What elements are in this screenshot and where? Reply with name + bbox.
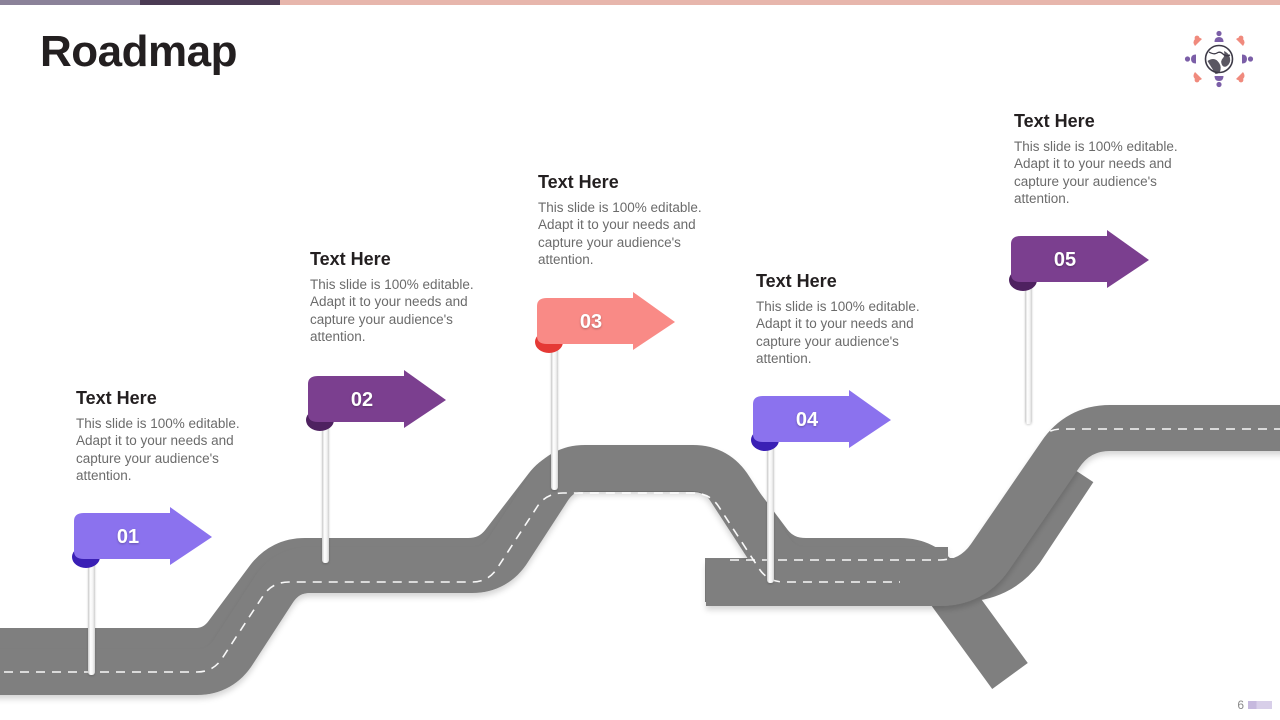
flag-banner xyxy=(1011,230,1149,288)
person-icon-bottom-left xyxy=(1193,72,1202,83)
milestone-03-flag[interactable]: 03 xyxy=(529,290,679,354)
person-icon-bottom-right xyxy=(1236,72,1245,83)
milestone-04-heading: Text Here xyxy=(756,271,837,291)
milestone-05-text: Text Here This slide is 100% editable. A… xyxy=(1014,111,1194,207)
milestone-02-flag[interactable]: 02 xyxy=(300,368,450,432)
milestone-02-heading: Text Here xyxy=(310,249,391,269)
person-icon-top-left xyxy=(1193,35,1202,46)
person-icon-top xyxy=(1214,30,1224,42)
top-accent-bar xyxy=(0,0,1280,5)
flag-banner xyxy=(308,370,446,428)
milestone-01-flag[interactable]: 01 xyxy=(66,505,216,569)
flag-banner xyxy=(537,292,675,350)
milestone-05-body: This slide is 100% editable. Adapt it to… xyxy=(1014,139,1178,206)
milestone-03-body: This slide is 100% editable. Adapt it to… xyxy=(538,200,702,267)
topbar-segment-3 xyxy=(280,0,1280,5)
page-title: Roadmap xyxy=(40,27,237,76)
topbar-segment-1 xyxy=(0,0,140,5)
person-icon-top-right xyxy=(1236,35,1245,46)
flag-banner xyxy=(753,390,891,448)
milestone-02-body: This slide is 100% editable. Adapt it to… xyxy=(310,277,474,344)
page-number: 6 xyxy=(1237,698,1244,712)
globe-people-logo xyxy=(1182,28,1256,90)
milestone-01-text: Text Here This slide is 100% editable. A… xyxy=(76,388,256,484)
milestone-02-pole xyxy=(322,378,329,563)
milestone-04-body: This slide is 100% editable. Adapt it to… xyxy=(756,299,920,366)
person-icon-left xyxy=(1184,54,1196,64)
road-center-dashes xyxy=(0,428,1280,673)
milestone-04-text: Text Here This slide is 100% editable. A… xyxy=(756,271,936,367)
page-number-accent-bar xyxy=(1248,701,1272,709)
milestone-03-pole xyxy=(551,300,558,490)
milestone-01-heading: Text Here xyxy=(76,388,157,408)
milestone-05-heading: Text Here xyxy=(1014,111,1095,131)
flag-banner xyxy=(74,507,212,565)
person-icon-bottom xyxy=(1214,76,1224,88)
milestone-03-heading: Text Here xyxy=(538,172,619,192)
milestone-01-pole xyxy=(88,515,95,675)
globe-icon xyxy=(1204,44,1234,74)
milestone-04-flag[interactable]: 04 xyxy=(745,388,895,452)
milestone-05-flag[interactable]: 05 xyxy=(1003,228,1153,292)
milestone-01-body: This slide is 100% editable. Adapt it to… xyxy=(76,416,240,483)
person-icon-right xyxy=(1242,54,1254,64)
topbar-segment-2 xyxy=(140,0,280,5)
milestone-05-pole xyxy=(1025,238,1032,424)
milestone-03-text: Text Here This slide is 100% editable. A… xyxy=(538,172,718,268)
milestone-02-text: Text Here This slide is 100% editable. A… xyxy=(310,249,490,345)
milestone-04-pole xyxy=(767,398,774,583)
